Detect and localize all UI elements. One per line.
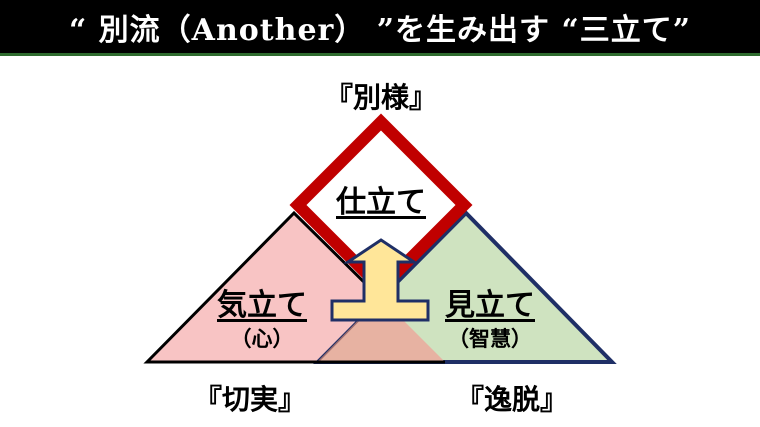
- up-arrow-icon: [330, 238, 430, 322]
- center-label: 仕立て: [336, 185, 426, 220]
- right-sub-label: （智慧）: [448, 326, 532, 351]
- bottom-right-label: 『逸脱』: [455, 383, 569, 416]
- slide-title: “ 別流（Another） ”を生み出す “三立て”: [68, 12, 691, 48]
- left-sub-label: （心）: [230, 326, 294, 351]
- left-label: 気立て: [217, 288, 307, 323]
- bottom-left-label: 『切実』: [193, 383, 307, 416]
- right-label: 見立て: [445, 288, 535, 323]
- top-label: 『別様』: [324, 81, 438, 114]
- overlap-region: [318, 298, 445, 362]
- title-bar: “ 別流（Another） ”を生み出す “三立て”: [0, 0, 760, 56]
